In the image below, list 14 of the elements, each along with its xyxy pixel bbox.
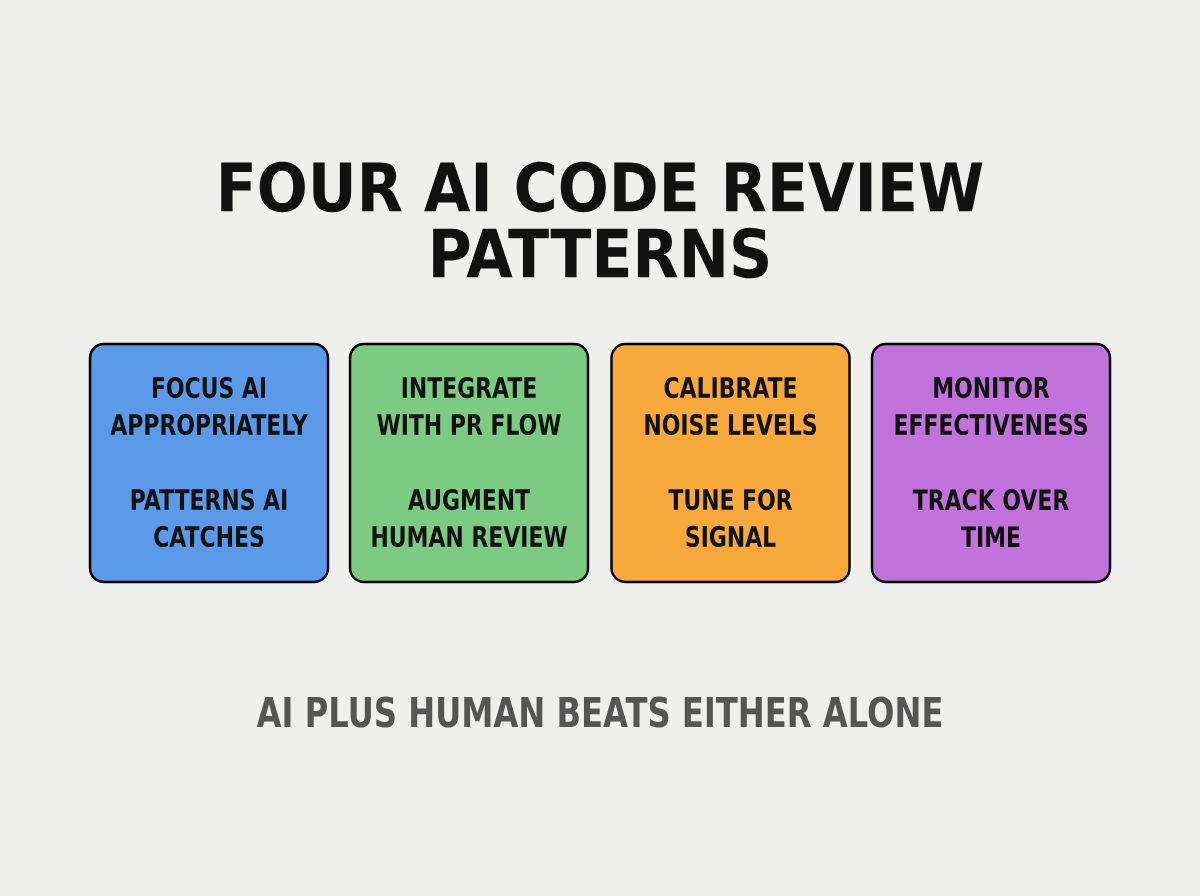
card-text: PATTERNS AI CATCHES [131,488,287,548]
card-title: MONITOR EFFECTIVENESS [895,376,1087,436]
card [870,342,1112,584]
card-text: AUGMENT HUMAN REVIEW [372,488,567,548]
card-title: INTEGRATE WITH PR FLOW [377,376,561,436]
card-title: FOCUS AI APPROPRIATELY [110,376,308,436]
card [348,342,590,584]
card-title: CALIBRATE NOISE LEVELS [645,376,816,436]
title: FOUR AI CODE REVIEW PATTERNS [221,161,983,279]
card [610,342,851,584]
card-text: TUNE FOR SIGNAL [668,488,793,548]
card [88,342,330,584]
caption: AI PLUS HUMAN BEATS EITHER ALONE [256,696,942,728]
card-text: TRACK OVER TIME [912,489,1069,547]
